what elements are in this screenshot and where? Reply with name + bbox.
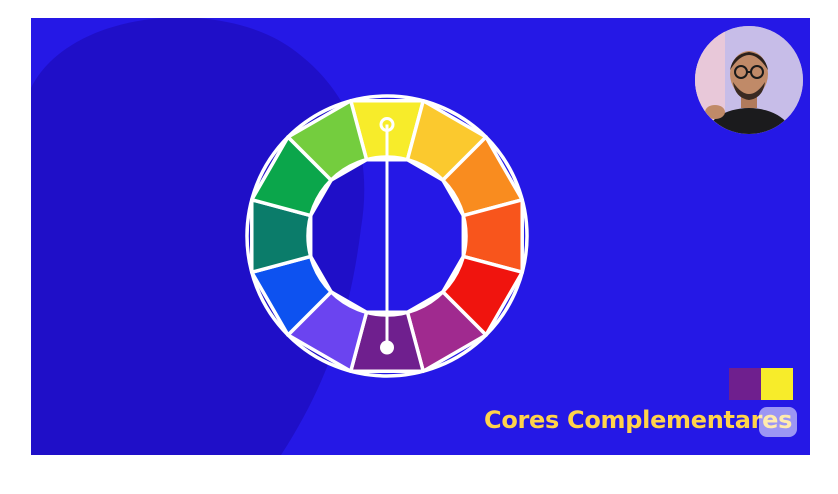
wheel-outer-border — [245, 94, 529, 378]
video-frame: Cores Complementares — [31, 18, 810, 455]
connector-start-marker — [379, 117, 395, 132]
swatch-yellow — [761, 368, 793, 400]
complementary-swatches — [729, 368, 793, 400]
connector-end-marker — [380, 340, 394, 355]
presenter-webcam — [695, 26, 803, 134]
caption-title: Cores Complementares — [484, 406, 793, 434]
background-shape — [31, 18, 365, 455]
swatch-violet — [729, 368, 761, 400]
color-wheel — [245, 94, 529, 378]
channel-badge-icon — [759, 407, 797, 437]
